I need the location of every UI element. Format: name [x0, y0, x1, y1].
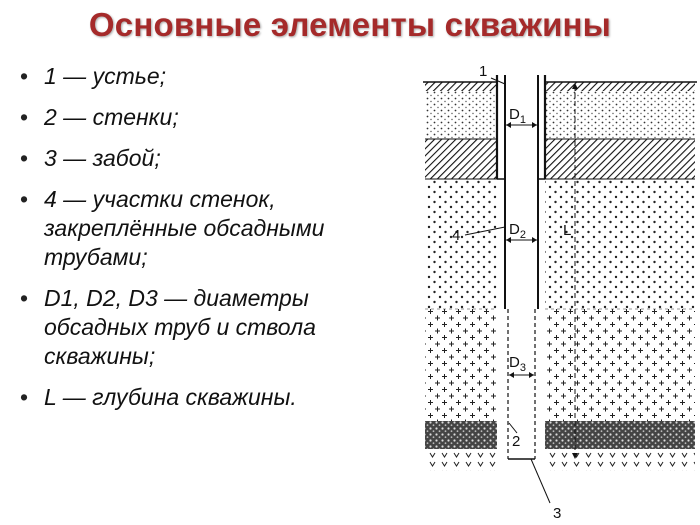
bullet-list: • 1 — устье; • 2 — стенки; • 3 — забой; •… [18, 62, 403, 424]
list-item: • 2 — стенки; [18, 103, 403, 132]
list-item: • 4 — участки стенок, закреплённые обсадн… [18, 185, 403, 272]
label-depth: L [563, 222, 571, 239]
label-d3: D3 [509, 354, 526, 374]
leader-line-4 [464, 226, 506, 236]
list-item-text: 3 — забой; [44, 145, 161, 171]
rock-layer [425, 309, 695, 421]
label-casing-walls: 4 [452, 227, 460, 244]
leader-line-1 [490, 77, 506, 85]
label-d1-letter: D [509, 106, 520, 123]
clay-layer [425, 139, 695, 179]
label-d1-subscript: 1 [520, 114, 526, 126]
list-item: • 3 — забой; [18, 144, 403, 173]
list-item: • 1 — устье; [18, 62, 403, 91]
list-item-text: D1, D2, D3 — диаметры обсадных труб и ст… [44, 285, 316, 369]
list-item-text: 2 — стенки; [44, 104, 179, 130]
list-item-text: 1 — устье; [44, 63, 167, 89]
list-item-text: L — глубина скважины. [44, 384, 297, 410]
topsoil-layer [425, 82, 695, 91]
arrow-icon [509, 372, 534, 378]
sand-layer [425, 179, 695, 309]
label-d3-subscript: 3 [520, 362, 526, 374]
bullet-dot-icon: • [20, 104, 29, 130]
gravel-layer [425, 421, 695, 449]
list-item: • D1, D2, D3 — диаметры обсадных труб и с… [18, 284, 403, 371]
label-wellhead: 1 [479, 63, 487, 80]
page-title: Основные элементы скважины [88, 6, 612, 43]
bullet-dot-icon: • [20, 63, 29, 89]
list-item: • L — глубина скважины. [18, 383, 403, 412]
label-d1: D1 [509, 106, 526, 126]
label-d2: D2 [509, 221, 526, 241]
bullet-dot-icon: • [20, 145, 29, 171]
sandy-loam-layer [425, 91, 695, 139]
label-d3-letter: D [509, 354, 520, 371]
bullet-dot-icon: • [20, 186, 29, 212]
bedrock-layer [425, 449, 695, 471]
bullet-dot-icon: • [20, 285, 29, 311]
label-d2-subscript: 2 [520, 229, 526, 241]
well-diagram: 1 4 2 3 D1 D2 D3 L [423, 63, 697, 522]
list-item-text: 4 — участки стенок, закреплённые обсадны… [44, 186, 325, 270]
leader-line-2 [508, 422, 518, 434]
leader-line-3 [530, 458, 551, 504]
label-d2-letter: D [509, 221, 520, 238]
bullet-dot-icon: • [20, 384, 29, 410]
label-bottom: 3 [553, 505, 561, 522]
label-walls: 2 [512, 433, 520, 450]
